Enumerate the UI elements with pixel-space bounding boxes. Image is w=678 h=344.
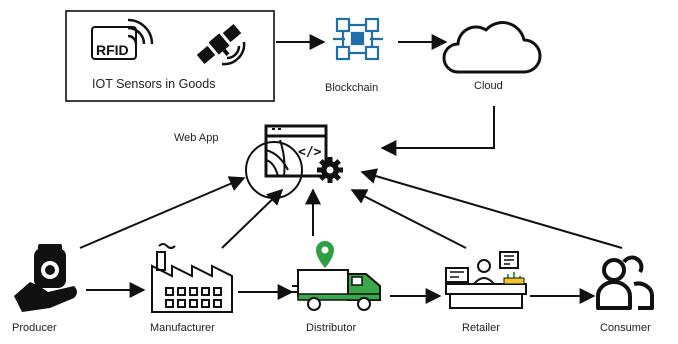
webapp-icon: </> xyxy=(245,124,328,199)
sensors-label: IOT Sensors in Goods xyxy=(92,77,216,91)
arrow-manufacturer-webapp xyxy=(221,188,284,249)
truck-icon xyxy=(288,269,381,311)
consumer-label: Consumer xyxy=(600,322,651,334)
cloud-label: Cloud xyxy=(474,80,503,92)
retailer-label: Retailer xyxy=(462,322,500,334)
webapp-label: Web App xyxy=(174,132,219,144)
factory-icon xyxy=(151,243,233,313)
arrow-consumer-webapp xyxy=(360,168,623,249)
rfid-icon: RFID xyxy=(91,18,154,60)
blockchain-icon xyxy=(333,17,383,61)
arrow-producer-webapp xyxy=(79,176,246,249)
location-pin-icon xyxy=(316,241,334,268)
rfid-text: RFID xyxy=(96,42,129,58)
gear-icon xyxy=(317,157,343,183)
cloud-icon xyxy=(442,21,542,74)
distributor-label: Distributor xyxy=(306,322,357,334)
consumers-icon xyxy=(596,255,654,310)
code-brackets-glyph: </> xyxy=(298,145,322,160)
retailer-icon xyxy=(445,251,527,309)
blockchain-label: Blockchain xyxy=(325,82,379,94)
arrow-retailer-webapp xyxy=(350,189,467,249)
arrow-cloud-webapp xyxy=(380,106,495,156)
producer-icon xyxy=(14,244,77,312)
manufacturer-label: Manufacturer xyxy=(150,322,215,334)
producer-label: Producer xyxy=(12,322,57,334)
satellite-icon xyxy=(196,23,246,66)
